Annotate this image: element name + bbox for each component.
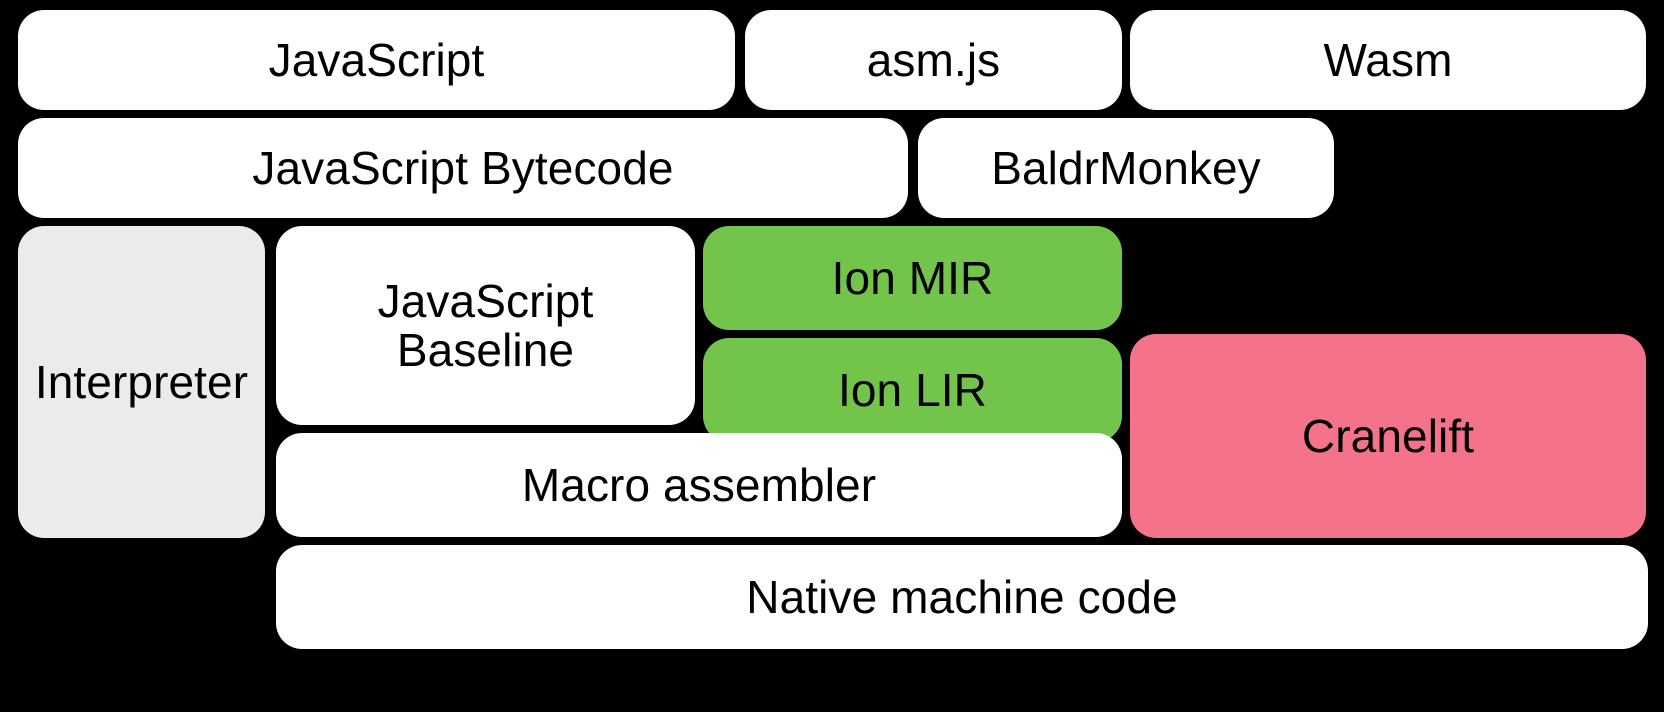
node-javascript-baseline: JavaScript Baseline — [276, 226, 695, 425]
node-baldrmonkey: BaldrMonkey — [918, 118, 1334, 218]
node-interpreter: Interpreter — [18, 226, 265, 538]
node-javascript: JavaScript — [18, 10, 735, 110]
node-asm-js: asm.js — [745, 10, 1122, 110]
node-cranelift: Cranelift — [1130, 334, 1646, 538]
node-native-machine-code: Native machine code — [276, 545, 1648, 649]
node-javascript-bytecode: JavaScript Bytecode — [18, 118, 908, 218]
node-ion-lir: Ion LIR — [703, 338, 1122, 442]
node-ion-mir: Ion MIR — [703, 226, 1122, 330]
node-wasm: Wasm — [1130, 10, 1646, 110]
node-macro-assembler: Macro assembler — [276, 433, 1122, 537]
